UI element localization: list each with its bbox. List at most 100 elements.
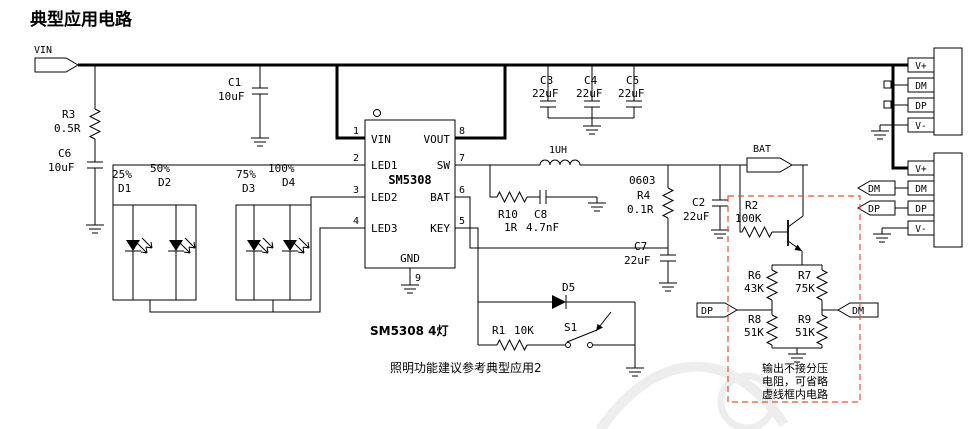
- d1-led: [124, 204, 153, 301]
- r2-val-label: 100K: [735, 212, 762, 225]
- c8-capacitor: [539, 190, 547, 204]
- gnd-divider: [787, 353, 807, 363]
- r10-ref-label: R10: [498, 208, 518, 221]
- net-flags: [34, 57, 896, 318]
- r9-resistor: [816, 314, 828, 346]
- r3-ref-label: R3: [62, 108, 75, 121]
- ic-variant-note: SM5308 4灯: [370, 323, 449, 338]
- r1-resistor: [496, 339, 528, 351]
- c2-capacitor: [712, 199, 728, 207]
- pin3-number: 3: [353, 185, 359, 196]
- c7-ref-label: C7: [634, 240, 647, 253]
- ic-pin-led1: LED1: [371, 159, 398, 172]
- d3-pct-label: 75%: [236, 168, 256, 181]
- r10-resistor: [496, 191, 528, 203]
- c2-ref-label: C2: [692, 196, 705, 209]
- pin9-number: 9: [415, 273, 421, 284]
- pin2-number: 2: [353, 153, 359, 164]
- ic-pin1-dot: [373, 109, 381, 117]
- ic-pin-vin: VIN: [371, 133, 391, 146]
- usb1-dm-label: DM: [915, 81, 927, 92]
- vout-pin-wire: [455, 65, 507, 140]
- s1-switch: [565, 311, 612, 348]
- power-rails: [78, 63, 908, 170]
- bat-flag: [746, 157, 793, 173]
- r1-ref-label: R1: [492, 324, 505, 337]
- c4-capacitor: [584, 100, 600, 108]
- q1-transistor: [787, 215, 804, 252]
- c6-ref-label: C6: [58, 147, 71, 160]
- gnd-key: [625, 367, 645, 377]
- c1-val-label: 10uF: [218, 90, 245, 103]
- r2-ref-label: R2: [745, 199, 758, 212]
- watermark: [595, 361, 789, 429]
- r6-val-label: 43K: [744, 282, 764, 295]
- c3-capacitor: [540, 100, 556, 108]
- ic-pin-sw: SW: [437, 159, 451, 172]
- usb-port-bottom: [907, 152, 963, 248]
- d3-ref-label: D3: [242, 182, 255, 195]
- bat-net-label: BAT: [753, 144, 771, 155]
- d4-ref-label: D4: [282, 176, 296, 189]
- dp-net-label-divider: DP: [701, 306, 713, 317]
- usb2-dp-label: DP: [915, 204, 927, 215]
- d2-led: [167, 204, 196, 301]
- c5-val-label: 22uF: [618, 87, 645, 100]
- gnd-c2: [710, 229, 730, 239]
- c3-val-label: 22uF: [532, 87, 559, 100]
- ic-part-number: SM5308: [388, 173, 431, 187]
- usb1-dm-pad: [883, 80, 892, 89]
- divider-note-line3: 虚线框内电路: [762, 387, 828, 401]
- gnd-usb2: [872, 233, 892, 243]
- c2-val-label: 22uF: [683, 210, 710, 223]
- dp-net-label-usb2: DP: [868, 204, 880, 215]
- r1-val-label: 10K: [514, 324, 534, 337]
- r10-val-label: 1R: [504, 221, 518, 234]
- c8-ref-label: C8: [534, 208, 547, 221]
- dm-flag-divider: [837, 302, 879, 318]
- r7-ref-label: R7: [798, 269, 811, 282]
- gnd-c8: [587, 202, 607, 212]
- d1-pct-label: 25%: [112, 168, 132, 181]
- usb-port-top: [883, 47, 963, 136]
- divider-note-line1: 输出不接分压: [762, 361, 828, 375]
- ic-pin-vout: VOUT: [424, 133, 451, 146]
- c6-val-label: 10uF: [48, 161, 75, 174]
- s1-ref-label: S1: [564, 321, 577, 334]
- vin-pin-wire: [335, 65, 365, 140]
- r2-resistor: [741, 226, 773, 238]
- r4-pkg-label: 0603: [629, 174, 656, 187]
- ic-pin-led3: LED3: [371, 222, 398, 235]
- page-title: 典型应用电路: [30, 9, 133, 30]
- pin1-number: 1: [353, 126, 359, 137]
- gnd-ic: [400, 284, 420, 294]
- dp-flag-usb2: [857, 200, 896, 216]
- c7-capacitor: [660, 254, 676, 262]
- r3-resistor: [89, 108, 101, 140]
- c5-ref-label: C5: [626, 74, 639, 87]
- c1-ref-label: C1: [228, 76, 241, 89]
- usb1-vplus-label: V+: [915, 61, 927, 72]
- d4-pct-label: 100%: [268, 162, 295, 175]
- usb1-dp-label: DP: [915, 101, 927, 112]
- pin5-number: 5: [459, 216, 465, 227]
- led-group-box-2: [235, 204, 312, 301]
- usb2-vminus-label: V-: [915, 224, 926, 235]
- wires: [94, 65, 908, 368]
- c3-ref-label: C3: [540, 74, 553, 87]
- pin8-number: 8: [459, 126, 465, 137]
- r9-ref-label: R9: [798, 313, 811, 326]
- r7-resistor: [816, 269, 828, 301]
- gnd-c345: [582, 125, 602, 135]
- rail-to-usb2: [891, 65, 908, 170]
- d2-pct-label: 50%: [150, 162, 170, 175]
- gnd-usb1: [870, 130, 890, 140]
- vin-net-label: VIN: [34, 45, 52, 56]
- dm-net-label-usb2: DM: [868, 184, 880, 195]
- r9-val-label: 51K: [795, 326, 815, 339]
- optional-divider-dashed-box: [727, 195, 861, 403]
- gnd-c6: [85, 224, 105, 234]
- usb2-dm-label: DM: [915, 184, 927, 195]
